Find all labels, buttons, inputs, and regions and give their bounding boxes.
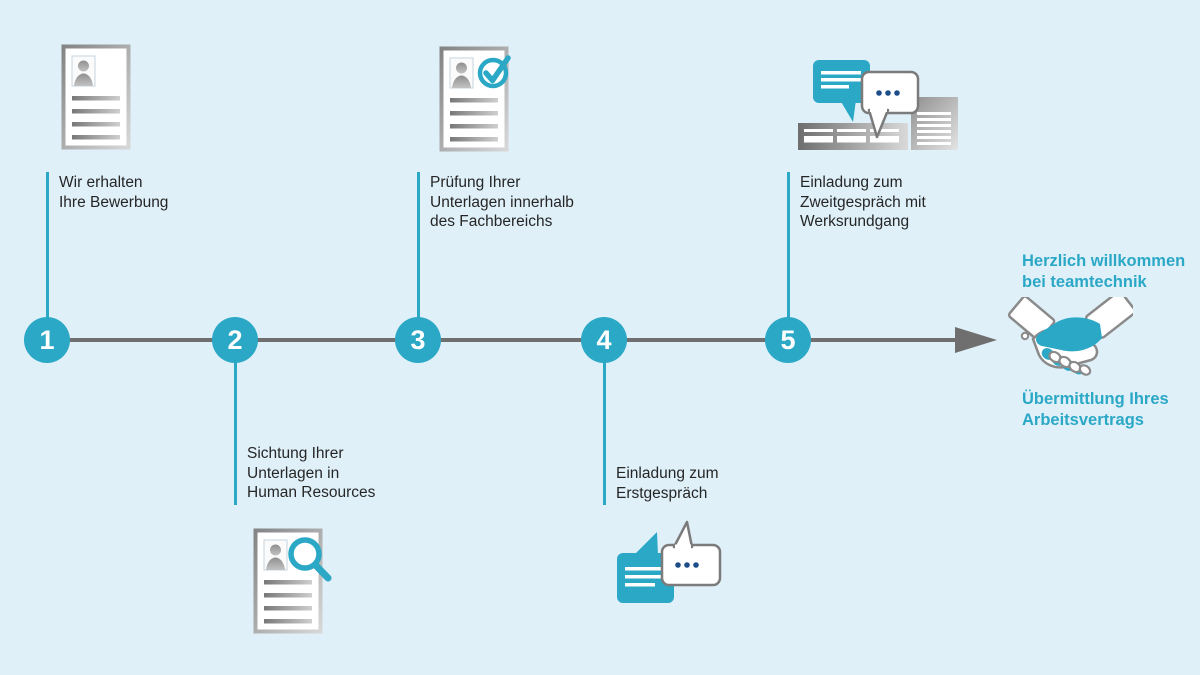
step-5-label: Einladung zum Zweitgespräch mit Werksrun… [800,174,926,230]
node-number: 2 [227,324,243,355]
step-5-connector-line [787,172,790,318]
step-1-connector-line [46,172,49,318]
step-2-connector-line [234,362,237,505]
cv-checkmark-icon [428,46,511,152]
step-4-label: Einladung zum Erstgespräch [616,465,719,502]
contract-label: Übermittlung Ihres Arbeitsvertrags [1022,390,1169,429]
timeline-node-3: 3 [395,317,441,363]
timeline-axis [47,338,957,342]
cv-magnifier-icon [242,528,332,634]
node-number: 3 [410,324,426,355]
node-number: 4 [596,324,612,355]
step-4-connector-line [603,362,606,505]
speech-bubbles-icon [617,520,722,603]
cv-document-icon [61,44,131,150]
step-2-label: Sichtung Ihrer Unterlagen in Human Resou… [247,445,376,501]
node-number: 1 [39,324,55,355]
timeline-node-1: 1 [24,317,70,363]
node-number: 5 [780,324,796,355]
welcome-headline: Herzlich willkommen bei teamtechnik [1022,252,1186,291]
step-1-label: Wir erhalten Ihre Bewerbung [59,174,169,211]
timeline-arrowhead-icon [955,327,997,353]
handshake-icon [1007,297,1133,376]
step-3-connector-line [417,172,420,318]
timeline-node-5: 5 [765,317,811,363]
step-3-label: Prüfung Ihrer Unterlagen innerhalb des F… [430,174,574,230]
timeline-node-2: 2 [212,317,258,363]
timeline-node-4: 4 [581,317,627,363]
speech-bubbles-factory-icon [798,60,958,150]
